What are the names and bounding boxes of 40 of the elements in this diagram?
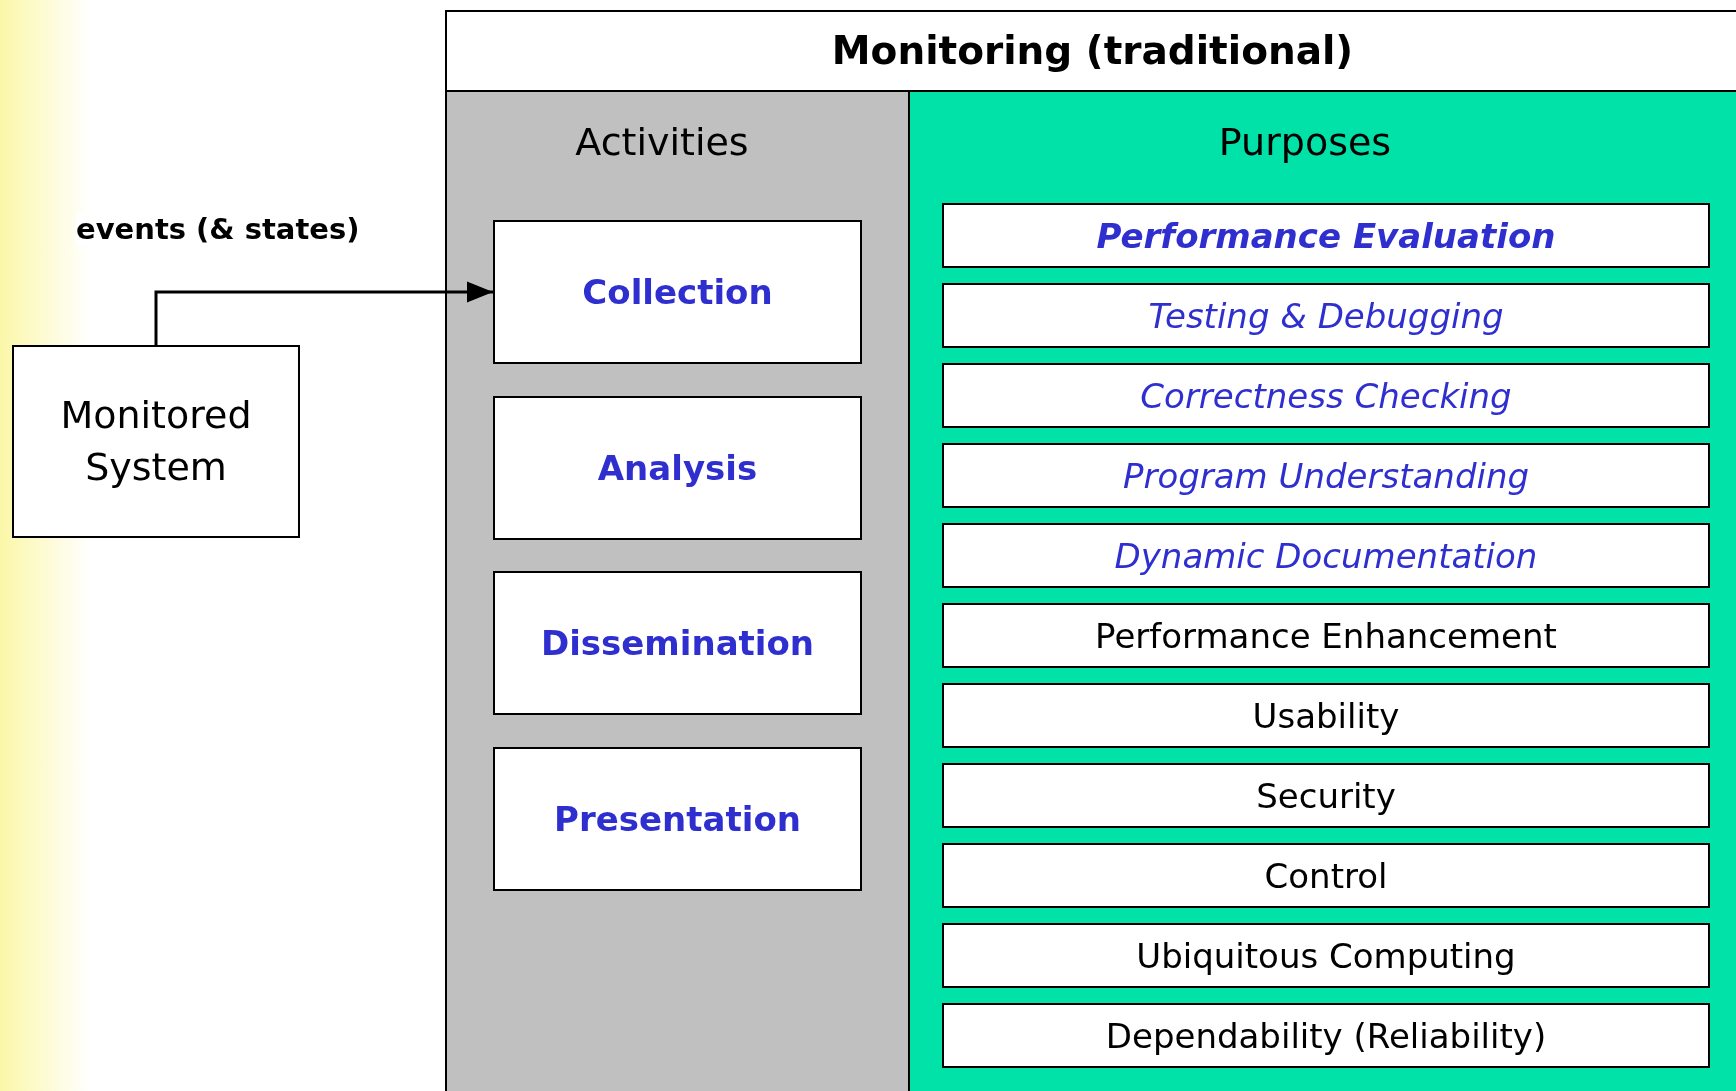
purpose-box: [942, 603, 1710, 668]
node-label: Monitored System: [59, 392, 253, 491]
purpose-box: [942, 443, 1710, 508]
activity-box: [493, 571, 862, 715]
purpose-label: Dynamic Documentation: [1114, 535, 1538, 576]
activity-box: [493, 220, 862, 364]
panel-title: Monitoring (traditional): [830, 27, 1355, 75]
purpose-box: [942, 843, 1710, 908]
purpose-box: [942, 203, 1710, 268]
activity-box: [493, 396, 862, 540]
purpose-box: [942, 363, 1710, 428]
activity-label: Collection: [582, 272, 773, 312]
activity-box: [493, 747, 862, 891]
purpose-box: [942, 283, 1710, 348]
activity-label: Analysis: [597, 448, 758, 488]
purpose-box: [942, 763, 1710, 828]
monitoring-panel: [445, 10, 1736, 1091]
activity-label: Dissemination: [540, 623, 815, 663]
column-panel: [445, 90, 910, 1091]
purpose-label: Dependability (Reliability): [1105, 1015, 1547, 1056]
purpose-box: [942, 523, 1710, 588]
system-box: [12, 345, 300, 538]
purpose-box: [942, 923, 1710, 988]
column-heading: Purposes: [1217, 120, 1393, 164]
purpose-label: Usability: [1252, 695, 1400, 736]
purpose-box: [942, 1003, 1710, 1068]
purpose-label: Performance Evaluation: [1096, 215, 1556, 256]
purpose-label: Performance Enhancement: [1095, 615, 1557, 656]
arrow: [154, 281, 493, 345]
purpose-label: Testing & Debugging: [1148, 295, 1504, 336]
activity-label: Presentation: [554, 799, 801, 839]
purpose-label: Control: [1264, 855, 1388, 896]
purpose-label: Program Understanding: [1122, 455, 1530, 496]
purpose-box: [942, 683, 1710, 748]
column-panel: [908, 90, 1736, 1091]
purpose-label: Security: [1256, 775, 1396, 816]
purpose-label: Correctness Checking: [1140, 375, 1512, 416]
edge-label: events (& states): [76, 212, 360, 246]
purpose-label: Ubiquitous Computing: [1136, 935, 1516, 976]
column-heading: Activities: [574, 120, 750, 164]
